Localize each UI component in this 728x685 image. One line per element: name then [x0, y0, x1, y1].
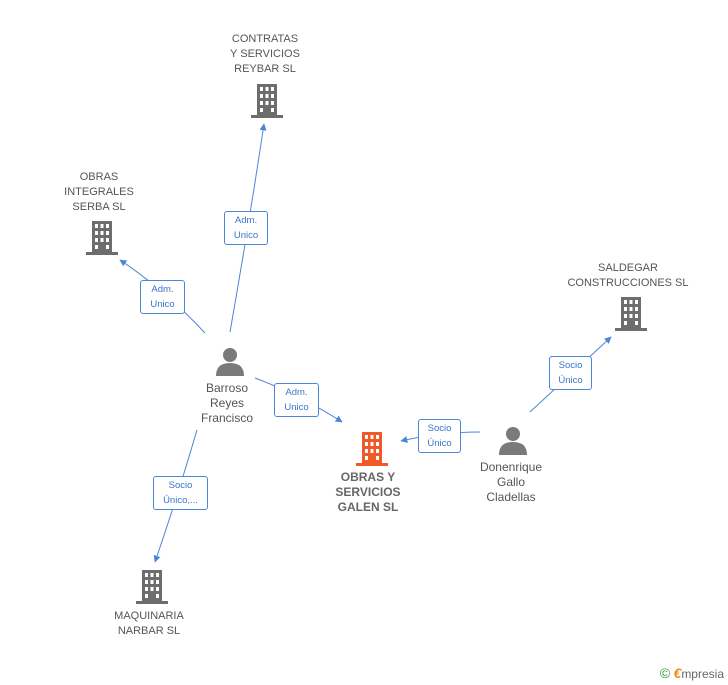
- building-icon[interactable]: [251, 84, 283, 118]
- building-icon[interactable]: [86, 221, 118, 255]
- brand-footer: © €mpresia: [660, 665, 724, 681]
- edge-label-adm-galen: Adm. Unico: [274, 383, 319, 417]
- building-icon[interactable]: [136, 570, 168, 604]
- building-icon[interactable]: [615, 297, 647, 331]
- edge-label-socio-galen: Socio Único: [418, 419, 461, 453]
- company-label-maquinaria: MAQUINARIA NARBAR SL: [114, 610, 184, 637]
- person-icon[interactable]: [215, 346, 245, 376]
- edge-label-adm-obras-integrales: Adm. Unico: [140, 280, 185, 314]
- company-label-obras-integrales: OBRAS INTEGRALES SERBA SL: [64, 171, 134, 213]
- brand-name: mpresia: [681, 667, 724, 681]
- company-label-contratas: CONTRATAS Y SERVICIOS REYBAR SL: [230, 33, 300, 75]
- edge-label-socio-maquinaria: Socio Único,...: [153, 476, 208, 510]
- company-label-saldegar: SALDEGAR CONSTRUCCIONES SL: [567, 262, 689, 289]
- company-label-obras-galen: OBRAS Y SERVICIOS GALEN SL: [335, 470, 401, 514]
- person-icon[interactable]: [498, 425, 528, 455]
- person-label-donenrique: Donenrique Gallo Cladellas: [479, 460, 543, 504]
- brand-logo: €: [673, 665, 682, 681]
- copyright-icon: ©: [659, 665, 671, 681]
- building-icon[interactable]: [356, 432, 388, 466]
- edge-label-adm-contratas: Adm. Unico: [224, 211, 268, 245]
- edge-label-socio-saldegar: Socio Único: [549, 356, 592, 390]
- person-label-barroso: Barroso Reyes Francisco: [200, 381, 253, 425]
